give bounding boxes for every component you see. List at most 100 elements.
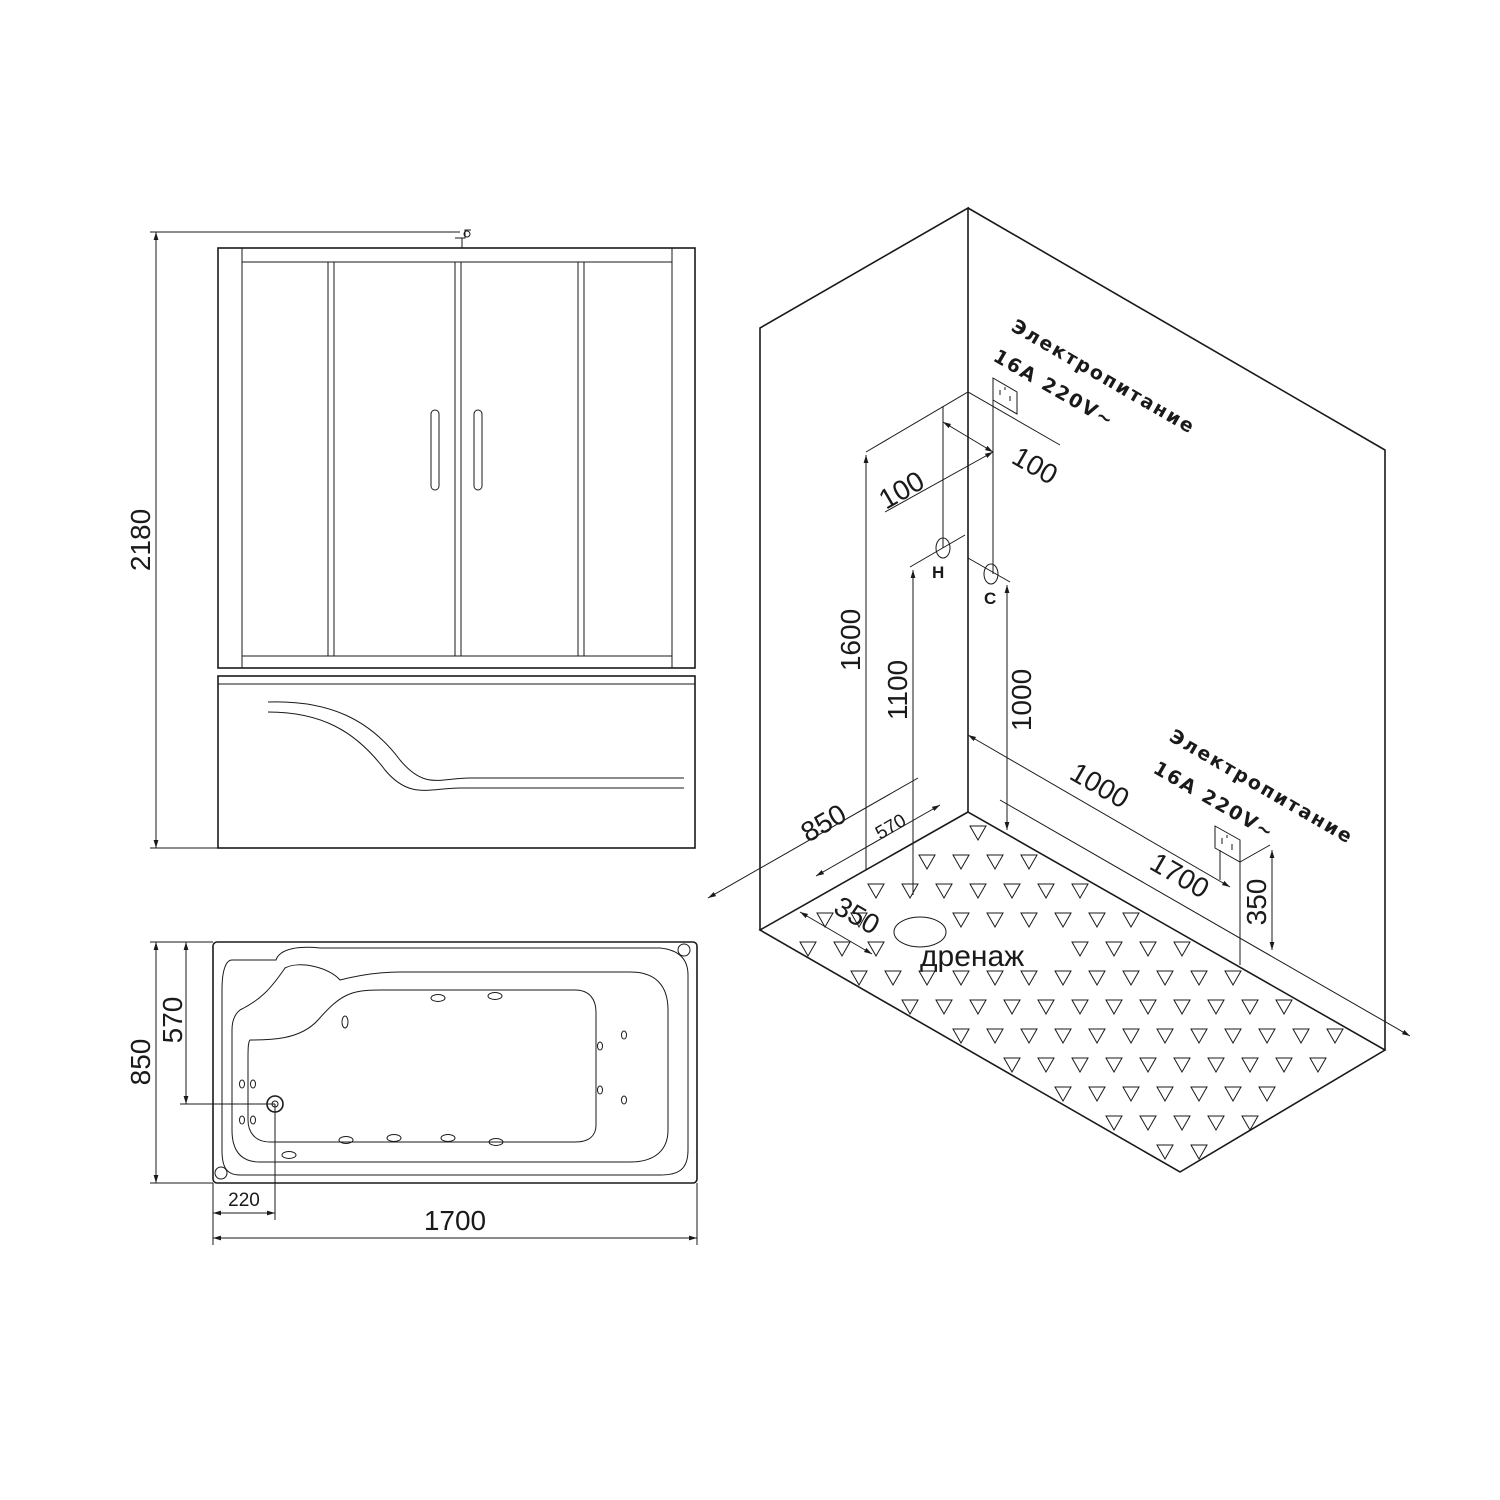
floor-triangle-mark — [867, 883, 885, 900]
height-dimension: 2180 — [125, 509, 156, 571]
left-wall — [759, 206, 969, 930]
floor-triangle-mark — [1258, 1086, 1276, 1103]
floor-triangle-mark — [1275, 999, 1293, 1016]
floor-triangle-mark — [1224, 1028, 1242, 1045]
hot-pipe-label: H — [932, 563, 944, 582]
floor-triangle-mark — [1071, 883, 1089, 900]
plan-length-dimension: 1700 — [424, 1205, 486, 1236]
isometric-view: дренаж Электропитание 16A 220V~ Электроп… — [707, 206, 1411, 1173]
floor-triangle-mark — [1190, 1028, 1208, 1045]
cold-water-pipe-icon — [967, 557, 1011, 585]
floor-triangle-mark — [1071, 941, 1089, 958]
floor-triangle-mark — [1224, 970, 1242, 987]
floor-triangle-mark — [1088, 970, 1106, 987]
floor-triangle-mark — [952, 854, 970, 871]
plan-width-dimension: 850 — [125, 1039, 156, 1086]
shower-fitting-icon — [455, 229, 471, 248]
floor-triangle-mark — [1020, 912, 1038, 929]
floor-triangle-mark — [1309, 1057, 1327, 1074]
floor-length-dimension: 1700 — [1145, 846, 1214, 904]
floor-triangle-mark — [918, 970, 936, 987]
socket-floor-height-dimension: 350 — [1241, 879, 1272, 926]
wall-offset-dimension: 1000 — [1065, 756, 1134, 814]
floor-triangle-mark — [1275, 1057, 1293, 1074]
floor-triangle-mark — [952, 1028, 970, 1045]
floor-triangle-mark — [1292, 1028, 1310, 1045]
floor-triangle-mark — [1139, 1115, 1157, 1132]
floor-triangle-mark — [1088, 1028, 1106, 1045]
floor-triangle-mark — [952, 970, 970, 987]
drain-offset-y-dimension: 570 — [157, 997, 188, 1044]
floor-triangle-mark — [1105, 1057, 1123, 1074]
pipe-offset-right-dimension: 100 — [1007, 440, 1063, 490]
drain-label: дренаж — [920, 940, 1024, 973]
floor-triangle-mark — [1139, 999, 1157, 1016]
hot-pipe-height-dimension: 1100 — [882, 660, 913, 720]
floor-triangle-mark — [969, 825, 987, 842]
floor-triangle-mark — [969, 999, 987, 1016]
floor-triangle-mark — [1054, 970, 1072, 987]
floor-triangle-mark — [1003, 883, 1021, 900]
floor-triangle-mark — [1190, 1086, 1208, 1103]
power-socket-bottom-icon — [1214, 825, 1241, 863]
floor-triangle-mark — [1224, 1086, 1242, 1103]
floor-triangle-mark — [1122, 912, 1140, 929]
floor-triangle-mark — [901, 999, 919, 1016]
floor-triangle-mark — [1207, 1057, 1225, 1074]
floor-triangle-mark — [1190, 1144, 1208, 1161]
floor-triangle-mark — [901, 883, 919, 900]
floor-triangle-mark — [1071, 1057, 1089, 1074]
floor-triangle-mark — [1020, 854, 1038, 871]
floor-triangle-mark — [1258, 1028, 1276, 1045]
floor-triangle-mark — [1241, 1057, 1259, 1074]
floor-triangle-mark — [1156, 1028, 1174, 1045]
floor-triangle-mark — [850, 970, 868, 987]
floor-triangle-mark — [1207, 999, 1225, 1016]
hot-water-pipe-icon — [909, 534, 966, 568]
floor-triangle-mark — [935, 999, 953, 1016]
floor-triangle-mark — [1071, 999, 1089, 1016]
floor-triangle-mark — [1037, 883, 1055, 900]
floor-triangle-mark — [1020, 970, 1038, 987]
floor-triangle-mark — [1122, 1086, 1140, 1103]
floor-triangle-mark — [1156, 970, 1174, 987]
drain-outlet — [893, 916, 947, 948]
floor-triangle-mark — [986, 854, 1004, 871]
floor-triangle-mark — [1003, 1057, 1021, 1074]
power-socket-top-icon — [992, 377, 1018, 415]
front-elevation: 2180 — [125, 229, 696, 849]
door-handle-right — [473, 409, 483, 491]
floor-triangle-mark — [1122, 970, 1140, 987]
floor-width-dimension: 850 — [796, 798, 852, 848]
cold-pipe-label: C — [984, 589, 996, 608]
floor-triangle-mark — [1105, 1115, 1123, 1132]
floor-triangle-mark — [986, 912, 1004, 929]
pipe-offset-left-dimension: 100 — [874, 465, 930, 515]
floor-triangle-mark — [1326, 1028, 1344, 1045]
jets — [239, 992, 627, 1159]
floor-triangle-mark — [1054, 912, 1072, 929]
door-handle-left — [430, 409, 440, 491]
floor-triangle-mark — [918, 854, 936, 871]
floor-triangle-mark — [1054, 1028, 1072, 1045]
floor-triangle-mark — [986, 1028, 1004, 1045]
cold-pipe-height-dimension: 1000 — [1006, 669, 1037, 731]
floor-triangle-mark — [1173, 999, 1191, 1016]
socket-height-dimension: 1600 — [835, 609, 866, 671]
floor-triangle-mark — [969, 883, 987, 900]
bath-apron — [217, 675, 696, 849]
floor-triangle-mark — [1156, 1144, 1174, 1161]
floor-triangle-mark — [1139, 1057, 1157, 1074]
floor-triangle-mark — [867, 941, 885, 958]
plan-view: 850 570 220 1700 — [125, 941, 698, 1245]
floor — [758, 811, 1387, 1173]
floor-triangle-mark — [1054, 1086, 1072, 1103]
floor-triangle-mark — [986, 970, 1004, 987]
drain-offset-dimension: 570 — [872, 810, 910, 844]
floor-triangle-mark — [935, 883, 953, 900]
floor-triangle-mark — [1241, 1115, 1259, 1132]
right-wall — [967, 207, 1386, 1050]
floor-triangle-mark — [833, 941, 851, 958]
floor-triangle-mark — [1020, 1028, 1038, 1045]
